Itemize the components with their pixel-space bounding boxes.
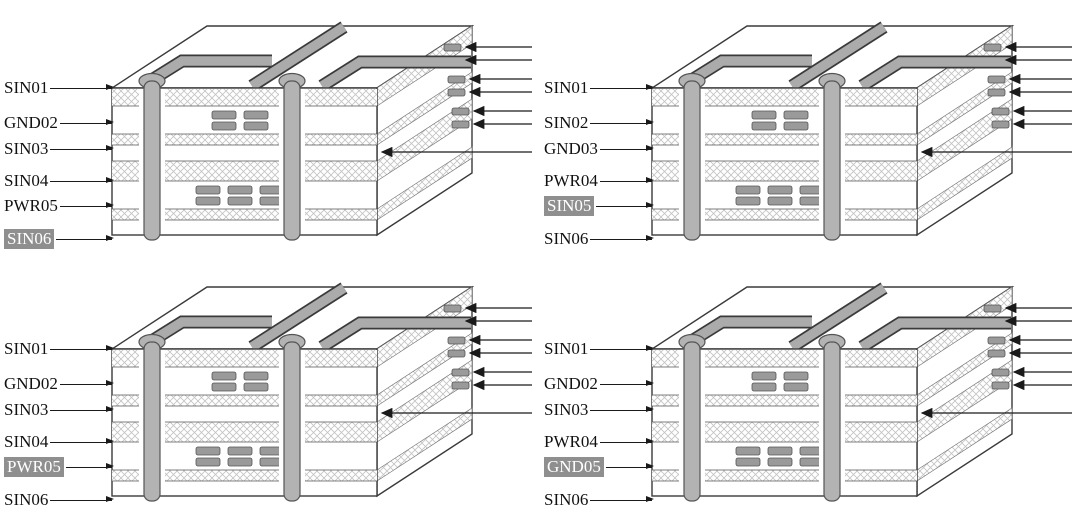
layer-pointer-arrow-icon [59, 118, 115, 125]
layer-pointer-arrow-icon [590, 405, 654, 412]
layer-pointer-arrow-icon [50, 144, 114, 151]
layer-pointer-arrow-icon [59, 201, 115, 208]
layer-label-row: SIN02 [544, 113, 654, 133]
layer-pointer-arrow-icon [50, 405, 114, 412]
layer-pointer-arrow-icon [50, 437, 114, 444]
layer-label: GND02 [4, 374, 58, 393]
layer-label-row: SIN01 [4, 78, 114, 98]
layer-label: SIN02 [544, 113, 589, 132]
layer-label-row: SIN05 [544, 196, 654, 216]
layer-label-row: SIN04 [4, 432, 114, 452]
pcb-3d-figure [72, 261, 537, 522]
layer-label-row: SIN03 [4, 400, 114, 420]
layer-label: PWR05 [4, 196, 58, 215]
layer-label: PWR04 [544, 432, 598, 451]
stackup-panel-top-left: SIN01 GND02 SIN03 SIN04 PWR05 SIN06 [0, 0, 540, 261]
layer-label: SIN06 [544, 490, 589, 509]
layer-label-row: SIN06 [544, 229, 654, 249]
layer-label-row: PWR05 [4, 457, 115, 477]
layer-label-row: SIN01 [544, 339, 654, 359]
pcb-3d-figure [612, 261, 1077, 522]
layer-pointer-arrow-icon [596, 201, 654, 208]
layer-pointer-arrow-icon [590, 83, 654, 90]
layer-label-row: PWR04 [544, 432, 655, 452]
layer-label-row: PWR05 [4, 196, 115, 216]
layer-label-row: GND02 [4, 374, 115, 394]
layer-label: SIN04 [4, 171, 49, 190]
layer-pointer-arrow-icon [599, 144, 655, 151]
layer-label-row: PWR04 [544, 171, 655, 191]
layer-pointer-arrow-icon [599, 176, 655, 183]
layer-label-row: GND05 [544, 457, 655, 477]
layer-label: SIN01 [4, 339, 49, 358]
stackup-panel-bottom-right: SIN01 GND02 SIN03 PWR04 GND05 SIN06 [540, 261, 1080, 522]
layer-label: SIN03 [4, 400, 49, 419]
layer-pointer-arrow-icon [50, 344, 114, 351]
layer-label: SIN05 [544, 196, 595, 216]
layer-pointer-arrow-icon [65, 462, 115, 469]
layer-label-row: SIN06 [4, 229, 114, 249]
layer-label: SIN06 [544, 229, 589, 248]
layer-label: SIN01 [544, 339, 589, 358]
layer-label-row: SIN06 [544, 490, 654, 510]
layer-label-row: SIN03 [544, 400, 654, 420]
layer-pointer-arrow-icon [50, 176, 114, 183]
stackup-panel-bottom-left: SIN01 GND02 SIN03 SIN04 PWR05 SIN06 [0, 261, 540, 522]
layer-pointer-arrow-icon [599, 379, 655, 386]
layer-pointer-arrow-icon [50, 495, 114, 502]
layer-label-row: SIN01 [544, 78, 654, 98]
stackup-panel-top-right: SIN01 SIN02 GND03 PWR04 SIN05 SIN06 [540, 0, 1080, 261]
layer-label: GND02 [4, 113, 58, 132]
layer-label: PWR05 [4, 457, 64, 477]
layer-pointer-arrow-icon [599, 437, 655, 444]
layer-label: SIN06 [4, 490, 49, 509]
layer-label-row: SIN01 [4, 339, 114, 359]
layer-pointer-arrow-icon [590, 234, 654, 241]
layer-pointer-arrow-icon [605, 462, 655, 469]
layer-label: SIN04 [4, 432, 49, 451]
pcb-3d-figure [72, 0, 537, 261]
layer-label-row: SIN06 [4, 490, 114, 510]
layer-pointer-arrow-icon [59, 379, 115, 386]
layer-label-row: GND03 [544, 139, 655, 159]
layer-label-row: GND02 [4, 113, 115, 133]
layer-label: SIN01 [544, 78, 589, 97]
layer-pointer-arrow-icon [590, 495, 654, 502]
layer-label: SIN01 [4, 78, 49, 97]
layer-pointer-arrow-icon [50, 83, 114, 90]
layer-label: GND03 [544, 139, 598, 158]
pcb-3d-figure [612, 0, 1077, 261]
layer-label-row: SIN03 [4, 139, 114, 159]
layer-pointer-arrow-icon [590, 118, 654, 125]
layer-label: SIN03 [544, 400, 589, 419]
layer-label-row: SIN04 [4, 171, 114, 191]
layer-label: GND02 [544, 374, 598, 393]
layer-label-row: GND02 [544, 374, 655, 394]
layer-pointer-arrow-icon [590, 344, 654, 351]
layer-label: GND05 [544, 457, 604, 477]
layer-pointer-arrow-icon [56, 234, 114, 241]
layer-label: PWR04 [544, 171, 598, 190]
layer-label: SIN06 [4, 229, 55, 249]
layer-label: SIN03 [4, 139, 49, 158]
